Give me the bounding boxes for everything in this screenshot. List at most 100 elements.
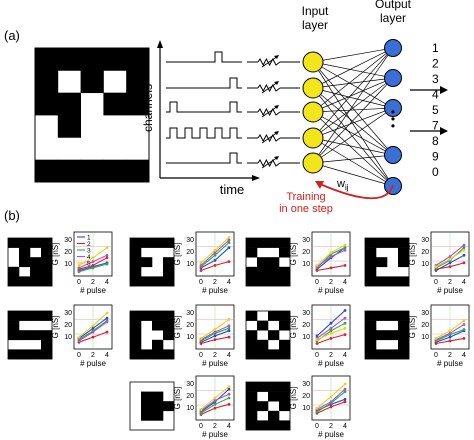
panel-b-label: (b) bbox=[4, 208, 20, 223]
x-axis-label: # pulse bbox=[318, 359, 344, 368]
x-axis-label: # pulse bbox=[318, 286, 344, 295]
digit-pixel bbox=[279, 420, 291, 431]
series-point bbox=[199, 269, 203, 272]
digit-pixel bbox=[163, 238, 175, 248]
memristor-symbol bbox=[257, 83, 281, 93]
weight-line bbox=[312, 47, 394, 89]
weight-line bbox=[312, 47, 394, 139]
series-point bbox=[343, 264, 347, 267]
digit-pixel bbox=[365, 339, 377, 350]
series-point bbox=[343, 243, 347, 247]
digit-pixel bbox=[8, 238, 20, 248]
series-point bbox=[315, 342, 319, 345]
y-tick-label: 30 bbox=[302, 381, 310, 388]
digit-pixel bbox=[80, 159, 104, 183]
x-axis-label: # pulse bbox=[318, 430, 344, 439]
memristor-arrow bbox=[261, 55, 279, 68]
x-axis-label: # pulse bbox=[80, 286, 106, 295]
weight-line bbox=[312, 61, 394, 79]
y-tick-label: 10 bbox=[186, 261, 194, 268]
output-number: 2 bbox=[432, 57, 439, 71]
series-point bbox=[77, 335, 81, 339]
ellipsis-dots: ••• bbox=[391, 105, 395, 133]
series-point bbox=[105, 316, 109, 320]
series-point bbox=[105, 256, 109, 260]
legend-label: 2 bbox=[87, 241, 91, 248]
digit-pixel bbox=[141, 257, 153, 268]
y-tick-label: 20 bbox=[64, 249, 72, 256]
digit-pixel bbox=[279, 311, 291, 321]
legend-label: 4 bbox=[87, 254, 91, 261]
training-arrow bbox=[315, 181, 394, 200]
digit-pixel bbox=[163, 266, 175, 277]
y-axis-label: G [nS] bbox=[408, 243, 417, 266]
panel-a-label: (a) bbox=[4, 28, 20, 43]
series-point bbox=[227, 387, 231, 391]
series-point bbox=[448, 261, 452, 265]
output-nodes bbox=[384, 39, 402, 195]
digit-pixel bbox=[41, 257, 53, 268]
series-point bbox=[329, 405, 333, 409]
series-point bbox=[462, 328, 466, 331]
series-point bbox=[91, 264, 95, 267]
y-axis-label: G [nS] bbox=[51, 243, 60, 266]
series-point bbox=[77, 264, 81, 267]
digit-pixel bbox=[8, 320, 20, 331]
series-point bbox=[213, 248, 217, 252]
series-point bbox=[227, 385, 231, 388]
y-tick-label: 20 bbox=[421, 322, 429, 329]
memristor-column bbox=[247, 55, 300, 169]
digit-pixel bbox=[163, 349, 175, 360]
x-tick-label: 4 bbox=[343, 279, 347, 286]
y-tick-label: 30 bbox=[186, 381, 194, 388]
y-tick-label: 30 bbox=[64, 237, 72, 244]
memristor-symbol bbox=[257, 57, 281, 67]
series-point bbox=[448, 255, 452, 258]
y-tick-label: 20 bbox=[302, 322, 310, 329]
x-tick-label: 2 bbox=[91, 352, 95, 359]
series-point bbox=[462, 248, 466, 252]
x-tick-label: 4 bbox=[343, 352, 347, 359]
x-tick-label: 0 bbox=[199, 423, 203, 430]
series-point bbox=[343, 321, 347, 325]
digit-pixel bbox=[130, 349, 142, 360]
y-tick-label: 20 bbox=[302, 393, 310, 400]
series-point bbox=[329, 329, 333, 333]
series-point bbox=[343, 309, 347, 312]
series-point bbox=[343, 390, 347, 394]
series-point bbox=[199, 408, 203, 411]
digit-pixel bbox=[268, 276, 280, 287]
digit-pixel bbox=[19, 311, 31, 321]
weight-line bbox=[312, 77, 394, 89]
weight-line bbox=[312, 47, 394, 164]
y-tick-label: 10 bbox=[64, 334, 72, 341]
digit-pixel bbox=[130, 266, 142, 277]
output-number: 3 bbox=[432, 72, 439, 86]
digit-pixel bbox=[365, 349, 377, 360]
series-point bbox=[329, 321, 333, 325]
weight-line bbox=[312, 61, 394, 109]
series-point bbox=[329, 326, 333, 330]
digit-pixel bbox=[41, 247, 53, 258]
series-point bbox=[213, 334, 217, 338]
digit-pixel bbox=[41, 330, 53, 341]
memristor-arrowhead bbox=[274, 156, 279, 160]
y-axis-label: G [nS] bbox=[173, 316, 182, 339]
channels-label: channels bbox=[141, 84, 155, 132]
digit-pixel bbox=[257, 320, 269, 331]
series-point bbox=[91, 256, 95, 260]
digit-pixel bbox=[163, 320, 175, 331]
digit-pixel bbox=[30, 330, 42, 341]
memristor-symbol bbox=[257, 133, 281, 143]
series-point bbox=[315, 269, 319, 272]
digit-pixel bbox=[279, 339, 291, 350]
series-point bbox=[315, 406, 319, 410]
digit-pixel bbox=[246, 266, 258, 277]
digit-pixel bbox=[365, 247, 377, 258]
y-tick-label: 10 bbox=[302, 334, 310, 341]
